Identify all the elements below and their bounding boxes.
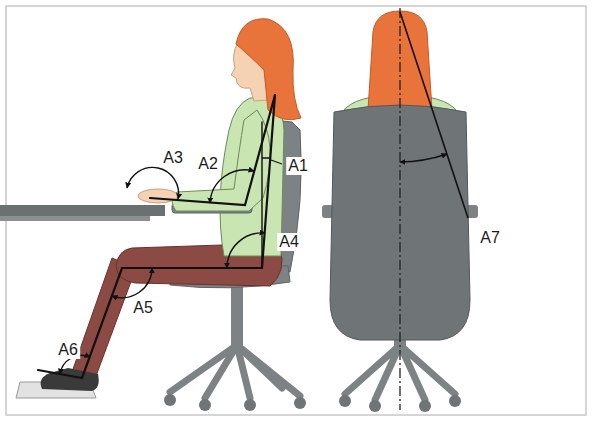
angle-label: A2 [196, 155, 220, 173]
arm-line [150, 95, 275, 205]
angle-arc [210, 170, 254, 203]
angle-arc [227, 233, 265, 268]
chair-wheel [294, 397, 306, 409]
angle-label: A7 [478, 229, 502, 247]
angle-arc [262, 157, 270, 158]
leg-line [38, 268, 262, 378]
chair-base [170, 345, 300, 398]
tilt-line [400, 12, 468, 218]
hand [138, 189, 178, 203]
chair-wheel [244, 399, 256, 411]
chair-wheel [199, 399, 211, 411]
arm-sleeve [172, 110, 270, 211]
center-line [399, 8, 400, 410]
desk-top [0, 205, 165, 216]
hair [236, 19, 301, 120]
angle-label: A5 [131, 299, 155, 317]
desk-edge [0, 216, 150, 221]
chair-wheel [419, 400, 431, 412]
chair-wheel [449, 395, 461, 407]
angle-label: A4 [277, 233, 301, 251]
angle-arc [112, 268, 152, 298]
angle-arc [400, 154, 447, 162]
leader-line [271, 160, 282, 164]
chair-wheel [164, 394, 176, 406]
angle-label: A6 [56, 341, 80, 359]
angle-label: A1 [286, 157, 310, 175]
chair-column [231, 284, 243, 346]
angle-label: A3 [161, 149, 185, 167]
chair-wheel [369, 400, 381, 412]
angle-arc [127, 167, 179, 199]
chair-wheel [339, 395, 351, 407]
